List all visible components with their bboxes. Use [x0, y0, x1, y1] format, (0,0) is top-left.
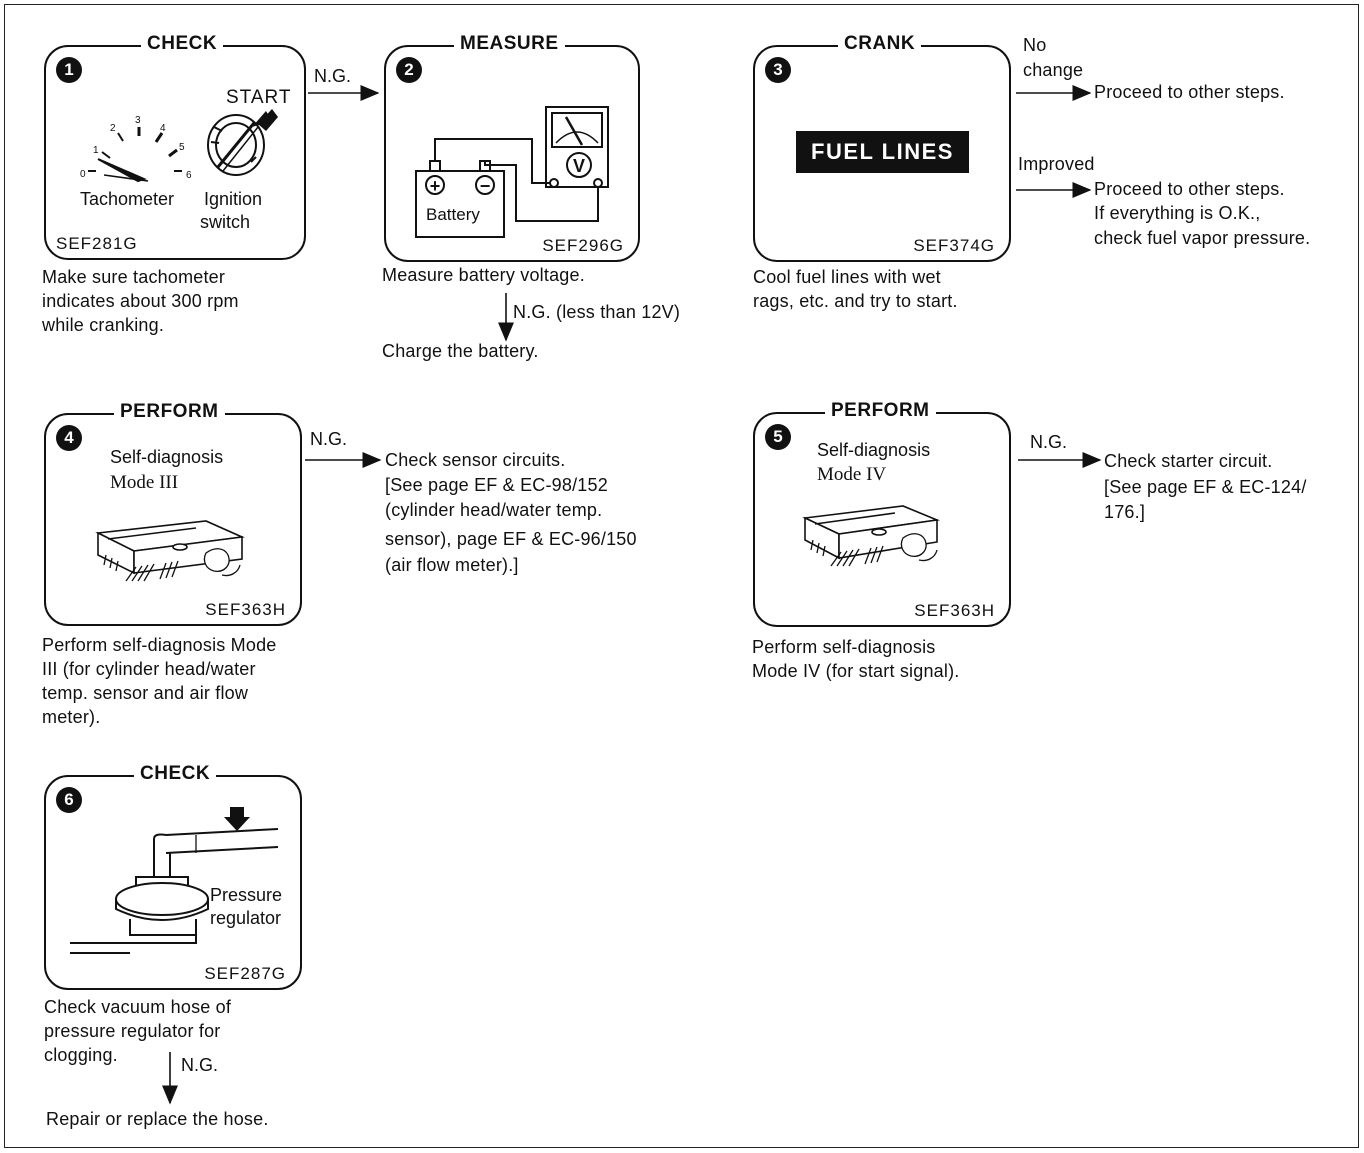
dial-tick-4: 4 [160, 123, 166, 134]
down-arrow-icon [224, 807, 250, 831]
step5-number: 5 [765, 424, 791, 450]
step4-number: 4 [56, 425, 82, 451]
step3-title: CRANK [838, 33, 922, 55]
dial-tick-6: 6 [186, 170, 192, 181]
step6-caption-3: clogging. [44, 1045, 118, 1065]
step4-result-5: (air flow meter).] [385, 555, 519, 575]
step6-number: 6 [56, 787, 82, 813]
step5-inner-2: Mode IV [817, 464, 887, 485]
step6-result: Repair or replace the hose. [46, 1109, 269, 1129]
step6-caption-2: pressure regulator for [44, 1021, 221, 1041]
step2-ng-label: N.G. (less than 12V) [513, 302, 681, 322]
step3-no-change-result: Proceed to other steps. [1094, 82, 1285, 102]
step3-improved-result-1: Proceed to other steps. [1094, 179, 1285, 199]
battery-label: Battery [426, 205, 480, 224]
step6-title: CHECK [134, 763, 217, 785]
step1-caption-2: indicates about 300 rpm [42, 291, 239, 311]
step4-result-4: sensor), page EF & EC-96/150 [385, 529, 637, 549]
battery-plus: + [430, 176, 441, 196]
step1-number: 1 [56, 57, 82, 83]
step4-caption-3: temp. sensor and air flow [42, 683, 249, 703]
step3-caption-1: Cool fuel lines with wet [753, 267, 941, 287]
step3-no-change-2: change [1023, 60, 1084, 80]
step5-result-1: Check starter circuit. [1104, 451, 1273, 471]
step3-code: SEF374G [913, 236, 995, 255]
dial-tick-1: 1 [93, 145, 99, 156]
step2-result: Charge the battery. [382, 341, 539, 361]
page-frame [4, 4, 1359, 1148]
step5-ng-label: N.G. [1030, 432, 1068, 452]
step6-code: SEF287G [204, 964, 286, 983]
step5-box: PERFORM 5 Self-diagnosis Mode IV SEF363H [753, 400, 1011, 627]
step4-caption-4: meter). [42, 707, 101, 727]
dial-tick-0: 0 [80, 169, 86, 180]
step4-caption-1: Perform self-diagnosis Mode [42, 635, 277, 655]
step4-inner-2: Mode III [110, 472, 179, 493]
ignition-label-1: Ignition [204, 189, 263, 209]
step2-code: SEF296G [542, 236, 624, 255]
voltmeter-symbol: V [573, 156, 585, 176]
step5-inner-1: Self-diagnosis [817, 440, 931, 460]
step3-improved-result-3: check fuel vapor pressure. [1094, 228, 1311, 248]
step4-result-2: [See page EF & EC-98/152 [385, 475, 608, 495]
step5-code: SEF363H [914, 601, 995, 620]
battery-minus: − [480, 176, 491, 196]
step1-caption-3: while cranking. [42, 315, 165, 335]
step6-box: CHECK 6 Pressure regulator SEF287G [44, 763, 302, 990]
step1-ng-label: N.G. [314, 66, 352, 86]
tachometer-label: Tachometer [80, 189, 175, 209]
step3-improved-result-2: If everything is O.K., [1094, 203, 1261, 223]
ignition-label-2: switch [200, 212, 251, 232]
step2-box: MEASURE 2 V + − Battery SEF296G [384, 33, 640, 262]
dial-tick-5: 5 [179, 142, 185, 153]
step1-caption-1: Make sure tachometer [42, 267, 226, 287]
dial-tick-3: 3 [135, 115, 141, 126]
step4-result-3: (cylinder head/water temp. [385, 500, 603, 520]
step3-no-change-1: No [1023, 35, 1047, 55]
step5-caption-1: Perform self-diagnosis [752, 637, 936, 657]
step3-improved-label: Improved [1018, 154, 1095, 174]
step6-ng-label: N.G. [181, 1055, 219, 1075]
dial-tick-2: 2 [110, 123, 116, 134]
step3-caption-2: rags, etc. and try to start. [753, 291, 958, 311]
step6-caption-1: Check vacuum hose of [44, 997, 232, 1017]
regulator-label-2: regulator [210, 908, 282, 928]
step1-box: CHECK 1 START 0 [44, 33, 306, 260]
step2-title: MEASURE [454, 33, 565, 55]
tachometer-ignition-illustration: 0 1 2 3 4 5 6 [80, 109, 278, 183]
step4-result-1: Check sensor circuits. [385, 450, 566, 470]
step2-number: 2 [396, 57, 422, 83]
step5-result-2: [See page EF & EC-124/ [1104, 477, 1307, 497]
step1-title: CHECK [141, 33, 224, 55]
step5-caption-2: Mode IV (for start signal). [752, 661, 960, 681]
step4-inner-1: Self-diagnosis [110, 447, 224, 467]
step1-code: SEF281G [56, 234, 138, 253]
step4-title: PERFORM [114, 401, 225, 423]
fuel-lines-label: FUEL LINES [796, 131, 969, 173]
battery-voltmeter-illustration: V + − [415, 106, 609, 238]
step5-result-3: 176.] [1104, 502, 1146, 522]
step4-ng-label: N.G. [310, 429, 348, 449]
step4-code: SEF363H [205, 600, 286, 619]
step2-caption: Measure battery voltage. [382, 265, 585, 285]
step4-caption-2: III (for cylinder head/water [42, 659, 256, 679]
regulator-label-1: Pressure [210, 885, 283, 905]
step3-number: 3 [765, 57, 791, 83]
start-label: START [226, 87, 292, 108]
step4-box: PERFORM 4 Self-diagnosis Mode III SEF363… [44, 401, 302, 626]
step5-title: PERFORM [825, 400, 936, 422]
